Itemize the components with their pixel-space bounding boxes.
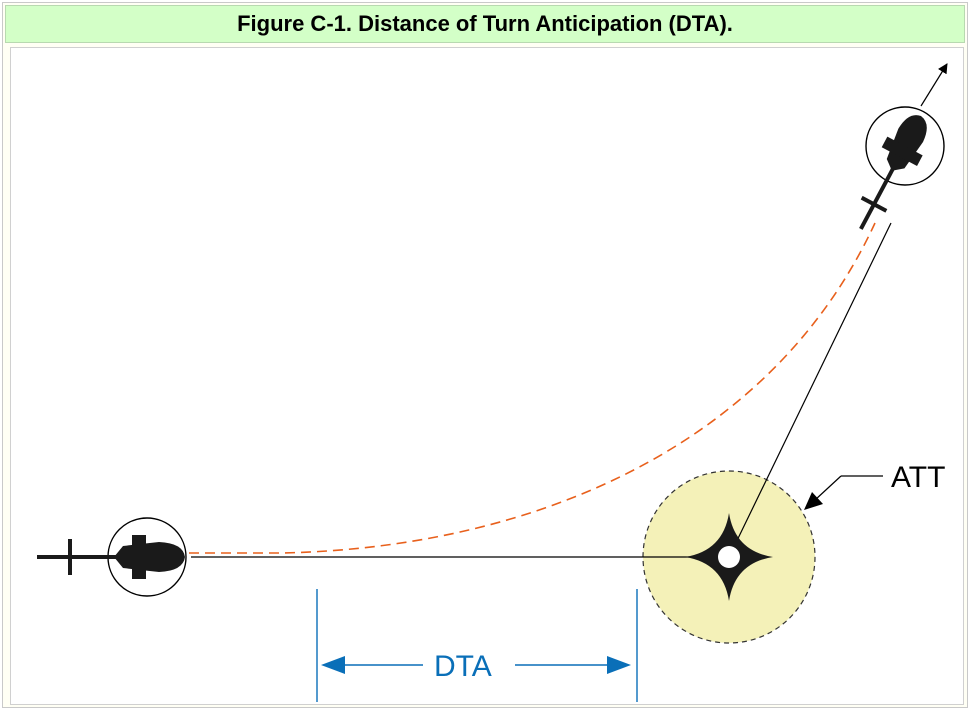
helicopter-icon	[859, 63, 948, 230]
dta-label: DTA	[434, 650, 492, 683]
helicopter-icon	[37, 517, 187, 597]
dta-dimension	[316, 589, 638, 702]
figure-title: Figure C-1. Distance of Turn Anticipatio…	[237, 11, 733, 36]
waypoint-star-icon	[685, 513, 773, 601]
figure-title-bar: Figure C-1. Distance of Turn Anticipatio…	[5, 5, 965, 43]
diagram-svg: ATT DTA	[37, 63, 948, 702]
outbound-course-line	[728, 222, 892, 558]
dta-diagram: ATT DTA	[10, 47, 964, 705]
att-callout	[804, 475, 883, 510]
att-label: ATT	[891, 461, 945, 494]
turn-path	[189, 222, 876, 554]
